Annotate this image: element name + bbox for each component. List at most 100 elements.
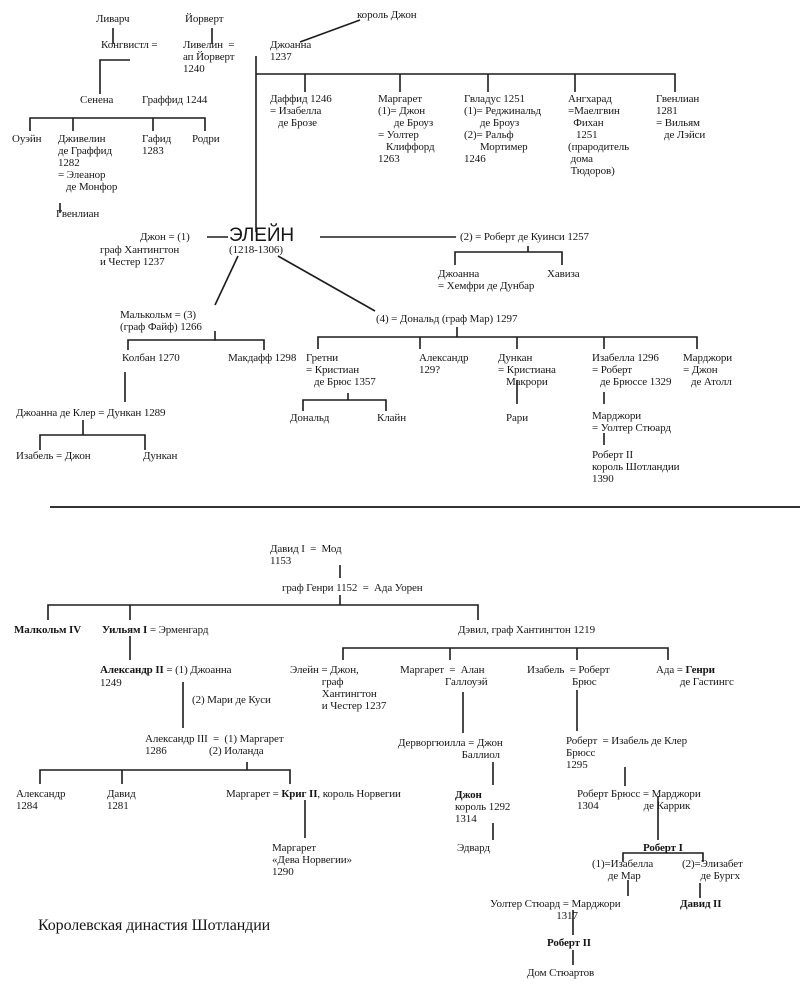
person-robert-i: Роберт I — [643, 842, 683, 854]
person-duncan-a: Дункан = Кристиана Макрори — [498, 352, 556, 388]
person-colban: Колбан 1270 — [122, 352, 180, 364]
person-duncan-b: Дункан — [143, 450, 178, 462]
person-walter-marjorie: Уолтер Стюард = Марджори 1317 — [490, 898, 621, 922]
person-donald: (4) = Дональд (граф Мар) 1297 — [376, 313, 518, 325]
person-rari: Рари — [506, 412, 528, 424]
person-gwenllian-a: Гвенлиан — [56, 208, 100, 220]
person-marjorie-a: Марджори = Джон де Атолл — [683, 352, 733, 388]
person-gwladus: Гвладус 1251 (1)= Реджинальд де Броуз (2… — [464, 93, 542, 165]
section-divider — [50, 506, 800, 508]
connector — [457, 336, 698, 349]
alexander-ii-spouse: = (1) Джоанна — [163, 664, 232, 676]
connector — [317, 327, 458, 349]
william-i-name: Уильям I — [102, 624, 148, 636]
john-balliol-name: Джон — [455, 789, 482, 801]
person-alexander-a: Александр 129? — [419, 352, 469, 376]
alexander-ii-year: 1249 — [100, 677, 122, 689]
person-margaret-b: Маргарет = Криг II, король Норвегии — [226, 788, 401, 800]
person-john-balliol: Джон король 1292 1314 — [455, 789, 510, 825]
person-livelin: Ливелин = ап Йорверт 1240 — [183, 39, 235, 75]
hastings-surname: де Гастингс — [679, 676, 734, 688]
person-donald-b: Дональд — [290, 412, 330, 424]
kring-name: Криг II — [281, 788, 318, 800]
person-henry: граф Генри 1152 = Ада Уорен — [282, 582, 423, 594]
person-elein-years: (1218-1306) — [229, 244, 283, 256]
person-rodri: Родри — [192, 133, 220, 145]
person-kongvistl: Конгвистл = — [101, 39, 158, 51]
connector — [342, 647, 669, 660]
person-david-ii: Давид II — [680, 898, 722, 910]
connector — [47, 604, 479, 620]
connector — [39, 769, 291, 784]
person-maid-norway: Маргарет «Дева Норвегии» 1290 — [272, 842, 352, 878]
person-margaret-a: Маргарет (1)= Джон де Броуз = Уолтер Кли… — [378, 93, 435, 165]
kring-title: , король Норвегии — [317, 788, 401, 800]
person-klain: Клайн — [377, 412, 406, 424]
connector — [302, 399, 387, 411]
henry-hastings-name: Генри — [685, 664, 715, 676]
connector — [99, 59, 130, 94]
person-alexander-b: Александр 1284 — [16, 788, 66, 812]
person-joanna-clare: Джоанна де Клер = Дункан 1289 — [16, 407, 166, 419]
person-marjorie-b: Марджори = Уолтер Стюард — [592, 410, 671, 434]
person-robert-ii-a: Роберт II король Шотландии 1390 — [592, 449, 680, 485]
person-livarch: Ливарч — [96, 13, 130, 25]
connector — [277, 255, 376, 312]
person-iorwerth: Йорверт — [185, 13, 224, 25]
connector — [256, 73, 676, 92]
person-marie-coucy: (2) Мари де Куси — [192, 694, 271, 706]
person-jivelin: Дживелин де Граффид 1282 = Элеанор де Мо… — [58, 133, 118, 193]
house-stewarts: Дом Стюартов — [527, 967, 595, 979]
john-balliol-title: король 1292 1314 — [455, 801, 511, 825]
person-isabella-mar: (1)=Изабелла де Мар — [592, 858, 654, 882]
person-malcolm-iv: Малкольм IV — [14, 624, 82, 636]
person-edward: Эдвард — [457, 842, 490, 854]
connector — [299, 19, 361, 43]
person-robert-ii-b: Роберт II — [547, 937, 591, 949]
connector — [454, 251, 563, 265]
alexander-ii-name: Александр II — [100, 664, 164, 676]
person-david-huntingdon: Дэвил, граф Хантингтон 1219 — [458, 624, 595, 636]
connector — [622, 852, 704, 862]
person-elein-b: Элейн = Джон, граф Хантингтон и Честер 1… — [290, 664, 387, 712]
person-joanna: Джоанна 1237 — [270, 39, 312, 63]
person-senena: Сенена — [80, 94, 114, 106]
person-robert-quincy: (2) = Роберт де Куинси 1257 — [460, 231, 589, 243]
person-daffid: Даффид 1246 = Изабелла де Брозе — [270, 93, 332, 129]
person-gafid: Гафид 1283 — [142, 133, 172, 157]
person-haviza: Хавиза — [547, 268, 580, 280]
person-john-huntingdon: Джон = (1) — [140, 231, 190, 243]
person-robert-bruce-b: Роберт Брюсс = Марджори 1304 де Каррик — [577, 788, 701, 812]
person-alexander-iii: Александр III = (1) Маргарет 1286 (2) Ио… — [145, 733, 284, 757]
person-earl-huntingdon: граф Хантингтон и Честер 1237 — [100, 244, 180, 268]
diagram-caption: Королевская династия Шотландии — [38, 917, 271, 934]
connector — [215, 339, 265, 350]
person-malcolm: Малькольм = (3) (граф Файф) 1266 — [120, 309, 202, 333]
person-gretni: Гретни = Кристиан де Брюс 1357 — [306, 352, 376, 388]
person-david-i: Давид I = Мод 1153 — [270, 543, 342, 567]
person-macduff: Макдафф 1298 — [228, 352, 297, 364]
person-angharad: Ангхарад =Маелгвин Фихан 1251 (прародите… — [568, 93, 630, 177]
person-gwenllian-b: Гвенлиан 1281 = Вильям де Лэйси — [656, 93, 706, 141]
connector — [29, 117, 206, 131]
person-ada: Ада = Генри де Гастингс — [656, 664, 734, 688]
person-alexander-ii: Александр II = (1) Джоанна — [100, 664, 232, 676]
person-king-john: король Джон — [357, 9, 417, 21]
connector — [39, 434, 146, 450]
connector — [127, 331, 216, 350]
person-isabella-a: Изабелла 1296 = Роберт де Брюссе 1329 — [592, 352, 672, 388]
connector — [214, 255, 239, 306]
person-elein: ЭЛЕЙН — [229, 225, 295, 246]
ada-name: Ада = — [656, 664, 686, 676]
person-joanna-b: Джоанна = Хемфри де Дунбар — [438, 268, 535, 292]
person-william-i: Уильям I = Эрменгард — [102, 624, 208, 636]
person-owain: Оуэйн — [12, 133, 42, 145]
person-robert-bruce-a: Роберт = Изабель де Клер Брюсс 1295 — [566, 735, 687, 771]
person-isabel-john: Изабель = Джон — [16, 450, 91, 462]
william-i-spouse: = Эрменгард — [147, 624, 209, 636]
person-isabel-b: Изабель = Роберт Брюс — [527, 664, 610, 688]
person-elizabeth-burgh: (2)=Элизабет де Бургх — [682, 858, 743, 882]
person-devorgilla: Дерворгюилла = Джон Баллиол — [398, 737, 503, 761]
